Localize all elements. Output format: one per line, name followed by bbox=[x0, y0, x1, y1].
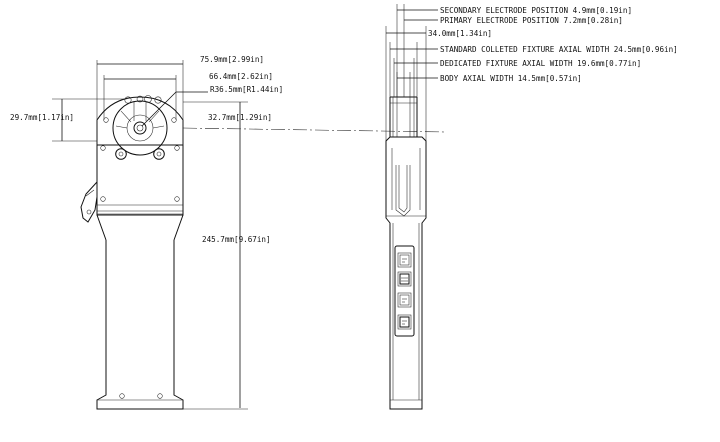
electrode-ring-outer bbox=[112, 100, 168, 156]
side-button-panel bbox=[394, 245, 415, 337]
dim-primary-electrode: PRIMARY ELECTRODE POSITION 7.2mm[0.28in] bbox=[440, 16, 623, 25]
front-view bbox=[52, 60, 446, 410]
front-side-latch bbox=[80, 181, 98, 223]
dim-overall-width: 75.9mm[2.99in] bbox=[200, 55, 264, 64]
centre-line bbox=[182, 127, 446, 133]
dim-overall-depth: 34.0mm[1.34in] bbox=[428, 29, 492, 38]
side-button-4 bbox=[397, 314, 412, 330]
dim-head-height-right: 32.7mm[1.29in] bbox=[208, 113, 272, 122]
front-hole-right bbox=[157, 393, 163, 399]
side-button-1 bbox=[397, 252, 412, 268]
dim-inner-width: 66.4mm[2.62in] bbox=[209, 72, 273, 81]
electrode-center bbox=[133, 121, 147, 135]
side-button-2 bbox=[397, 271, 412, 287]
front-lower-button-left bbox=[115, 148, 127, 160]
front-lower-button-right bbox=[153, 148, 165, 160]
front-taper bbox=[96, 214, 184, 241]
dim-head-height-left: 29.7mm[1.17in] bbox=[10, 113, 74, 122]
dim-secondary-electrode: SECONDARY ELECTRODE POSITION 4.9mm[0.19i… bbox=[440, 6, 632, 15]
front-hole-left bbox=[119, 393, 125, 399]
dim-radius: R36.5mm[R1.44in] bbox=[210, 85, 283, 94]
dim-standard-fixture: STANDARD COLLETED FIXTURE AXIAL WIDTH 24… bbox=[440, 45, 678, 54]
front-head-arc bbox=[96, 96, 184, 145]
side-button-3 bbox=[397, 292, 412, 308]
front-handle bbox=[96, 240, 184, 410]
side-housing bbox=[385, 136, 427, 410]
side-view bbox=[385, 4, 438, 410]
dim-dedicated-fixture: DEDICATED FIXTURE AXIAL WIDTH 19.6mm[0.7… bbox=[440, 59, 641, 68]
dim-overall-length: 245.7mm[9.67in] bbox=[202, 235, 271, 244]
dim-body-width: BODY AXIAL WIDTH 14.5mm[0.57in] bbox=[440, 74, 582, 83]
front-housing bbox=[96, 144, 184, 216]
side-head bbox=[389, 96, 418, 137]
